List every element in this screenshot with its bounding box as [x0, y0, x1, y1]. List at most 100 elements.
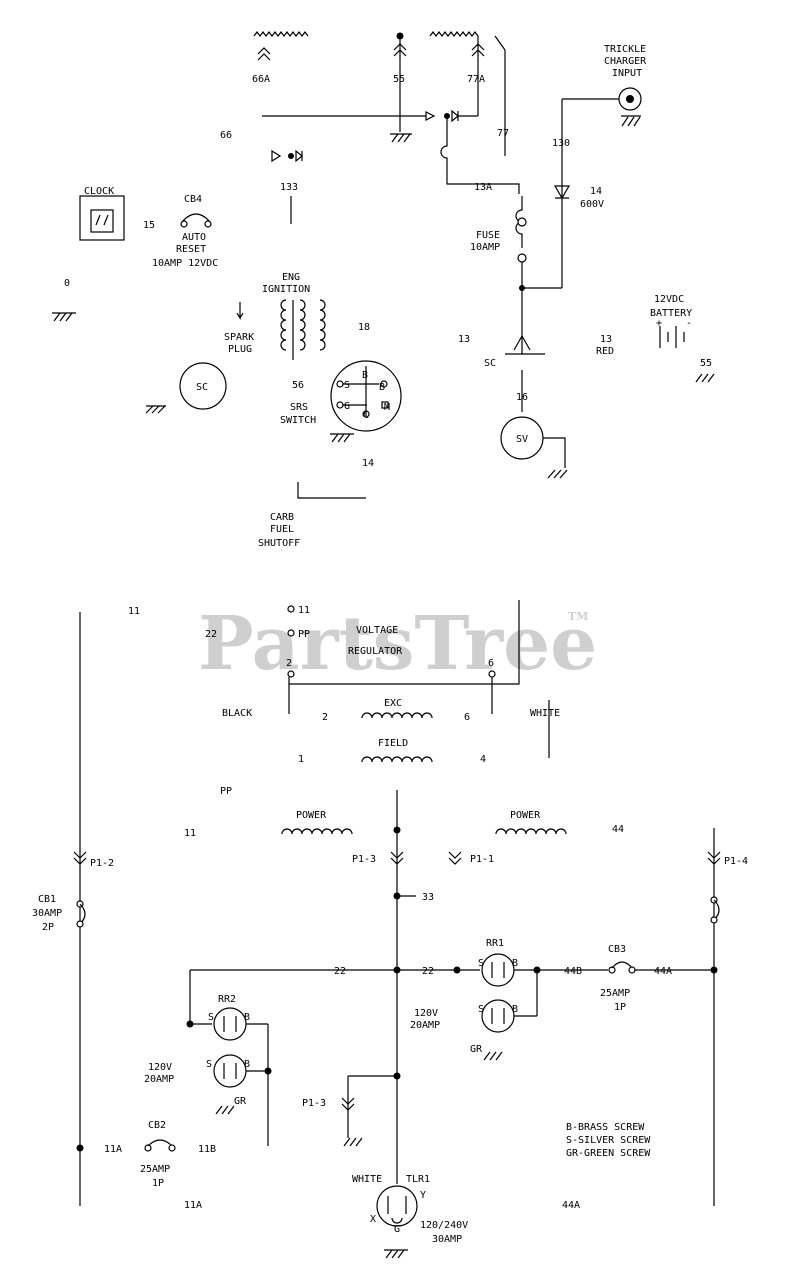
key-line-3: GR-GREEN SCREW: [566, 1148, 651, 1159]
cb1-poles: 2P: [42, 922, 54, 933]
clock-label: CLOCK: [84, 186, 114, 197]
label-14: 14: [362, 458, 374, 469]
fuel-label-1: CARB: [270, 512, 294, 523]
rr1-s: S: [478, 958, 484, 969]
exc-label: EXC: [384, 698, 402, 709]
rr1-b2: B: [512, 1004, 518, 1015]
ignition-label-2: IGNITION: [262, 284, 310, 295]
label-44b: 44B: [564, 966, 582, 977]
rr1-rating-2: 20AMP: [410, 1020, 440, 1031]
cb2-rating: 25AMP: [140, 1164, 170, 1175]
cb4-label: CB4: [184, 194, 202, 205]
label-pp: PP: [220, 786, 232, 797]
lower-circuit: [73, 600, 721, 1259]
key-line-1: B-BRASS SCREW: [566, 1122, 645, 1133]
cb3-poles: 1P: [614, 1002, 626, 1013]
label-11b: 11: [184, 828, 196, 839]
fuel-label-3: SHUTOFF: [258, 538, 300, 549]
auto-reset-1: AUTO: [182, 232, 206, 243]
rr2-s: S: [208, 1012, 214, 1023]
fuse-label-2: 10AMP: [470, 242, 500, 253]
diode-voltage: 600V: [580, 199, 604, 210]
label-66: 66: [220, 130, 232, 141]
tlr1-x: X: [370, 1214, 376, 1225]
rr2-label: RR2: [218, 994, 236, 1005]
label-white: WHITE: [530, 708, 560, 719]
field-label: FIELD: [378, 738, 408, 749]
label-11a-bottom: 11A: [184, 1200, 202, 1211]
label-13a: 13A: [474, 182, 492, 193]
battery-plus: +: [656, 318, 662, 329]
label-p1-1: P1-1: [470, 854, 494, 865]
label-13b: 13: [600, 334, 612, 345]
label-56: 56: [292, 380, 304, 391]
vr-label-22: 22: [205, 629, 217, 640]
ignition-label-1: ENG: [282, 272, 300, 283]
tlr1-y: Y: [420, 1190, 426, 1201]
label-2: 2: [322, 712, 328, 723]
tlr1-rating-1: 120/240V: [420, 1220, 468, 1231]
rr1-rating-1: 120V: [414, 1008, 438, 1019]
vr-terminal-6: 6: [488, 658, 494, 669]
auto-reset-3: 10AMP 12VDC: [152, 258, 218, 269]
label-33: 33: [422, 892, 434, 903]
cb2-label: CB2: [148, 1120, 166, 1131]
rr1-label: RR1: [486, 938, 504, 949]
label-red: RED: [596, 346, 614, 357]
rr1-b: B: [512, 958, 518, 969]
cb2-poles: 1P: [152, 1178, 164, 1189]
label-18: 18: [358, 322, 370, 333]
label-p1-2: P1-2: [90, 858, 114, 869]
label-22-left: 22: [334, 966, 346, 977]
watermark-tm: TM: [568, 610, 588, 623]
sc-motor-label: SC: [196, 382, 208, 393]
label-55b: 55: [700, 358, 712, 369]
fuel-label-2: FUEL: [270, 524, 294, 535]
rr1-gr: GR: [470, 1044, 483, 1055]
label-44: 44: [612, 824, 624, 835]
label-p1-3: P1-3: [352, 854, 376, 865]
vr-terminal-2: 2: [286, 658, 292, 669]
label-22-right: 22: [422, 966, 434, 977]
rr2-s2: S: [206, 1059, 212, 1070]
voltage-regulator-1: VOLTAGE: [356, 625, 398, 636]
upper-circuit: [52, 31, 715, 499]
rr1-s2: S: [478, 1004, 484, 1015]
spark-plug-2: PLUG: [228, 344, 252, 355]
trickle-label-1: TRICKLE: [604, 44, 646, 55]
label-sc-solenoid: SC: [484, 358, 496, 369]
battery-label-1: 12VDC: [654, 294, 684, 305]
label-77: 77: [497, 128, 509, 139]
trickle-label-2: CHARGER: [604, 56, 647, 67]
label-15: 15: [143, 220, 155, 231]
terminal-m: M: [384, 402, 390, 413]
cb3-rating: 25AMP: [600, 988, 630, 999]
rr2-b: B: [244, 1012, 250, 1023]
auto-reset-2: RESET: [176, 244, 206, 255]
cb1-rating: 30AMP: [32, 908, 62, 919]
label-0: 0: [64, 278, 70, 289]
spark-plug-1: SPARK: [224, 332, 254, 343]
label-16: 16: [516, 392, 528, 403]
vr-label-11: 11: [298, 605, 310, 616]
rr2-rating-2: 20AMP: [144, 1074, 174, 1085]
rr2-rating-1: 120V: [148, 1062, 172, 1073]
label-13: 13: [458, 334, 470, 345]
label-p1-4: P1-4: [724, 856, 748, 867]
diode-number: 14: [590, 186, 602, 197]
tlr1-label: TLR1: [406, 1174, 430, 1185]
power-label-right: POWER: [510, 810, 541, 821]
label-55: 55: [393, 74, 405, 85]
label-77a: 77A: [467, 74, 485, 85]
vr-label-pp: PP: [298, 629, 310, 640]
label-44a: 44A: [654, 966, 672, 977]
rr2-b2: B: [244, 1059, 250, 1070]
battery-label-2: BATTERY: [650, 308, 692, 319]
watermark: PartsTree: [198, 601, 597, 687]
power-label-left: POWER: [296, 810, 327, 821]
key-line-2: S-SILVER SCREW: [566, 1135, 651, 1146]
sv-label: SV: [516, 434, 528, 445]
tlr1-white: WHITE: [352, 1174, 382, 1185]
tlr1-rating-2: 30AMP: [432, 1234, 462, 1245]
